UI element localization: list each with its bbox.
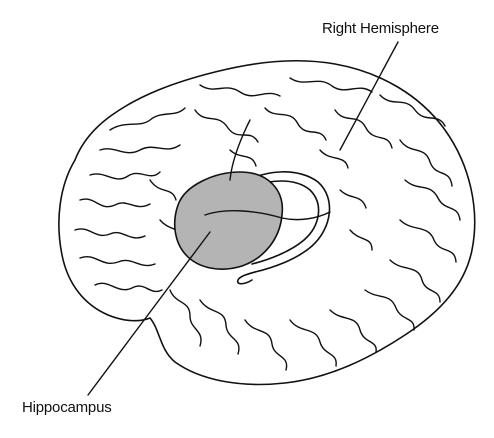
fornix-inner <box>245 180 320 265</box>
leader-right-hemisphere <box>339 41 399 151</box>
fornix-outer <box>239 171 331 273</box>
cortex-folds <box>74 77 461 371</box>
label-hippocampus: Hippocampus <box>22 399 112 416</box>
fornix-tail <box>236 271 256 285</box>
brain-outline <box>58 59 476 386</box>
hippocampus-inner-line <box>204 210 331 221</box>
leader-hippocampus <box>87 231 211 396</box>
hippocampus-region <box>173 171 284 270</box>
callosum-line <box>229 119 251 181</box>
label-right-hemisphere: Right Hemisphere <box>322 20 439 37</box>
